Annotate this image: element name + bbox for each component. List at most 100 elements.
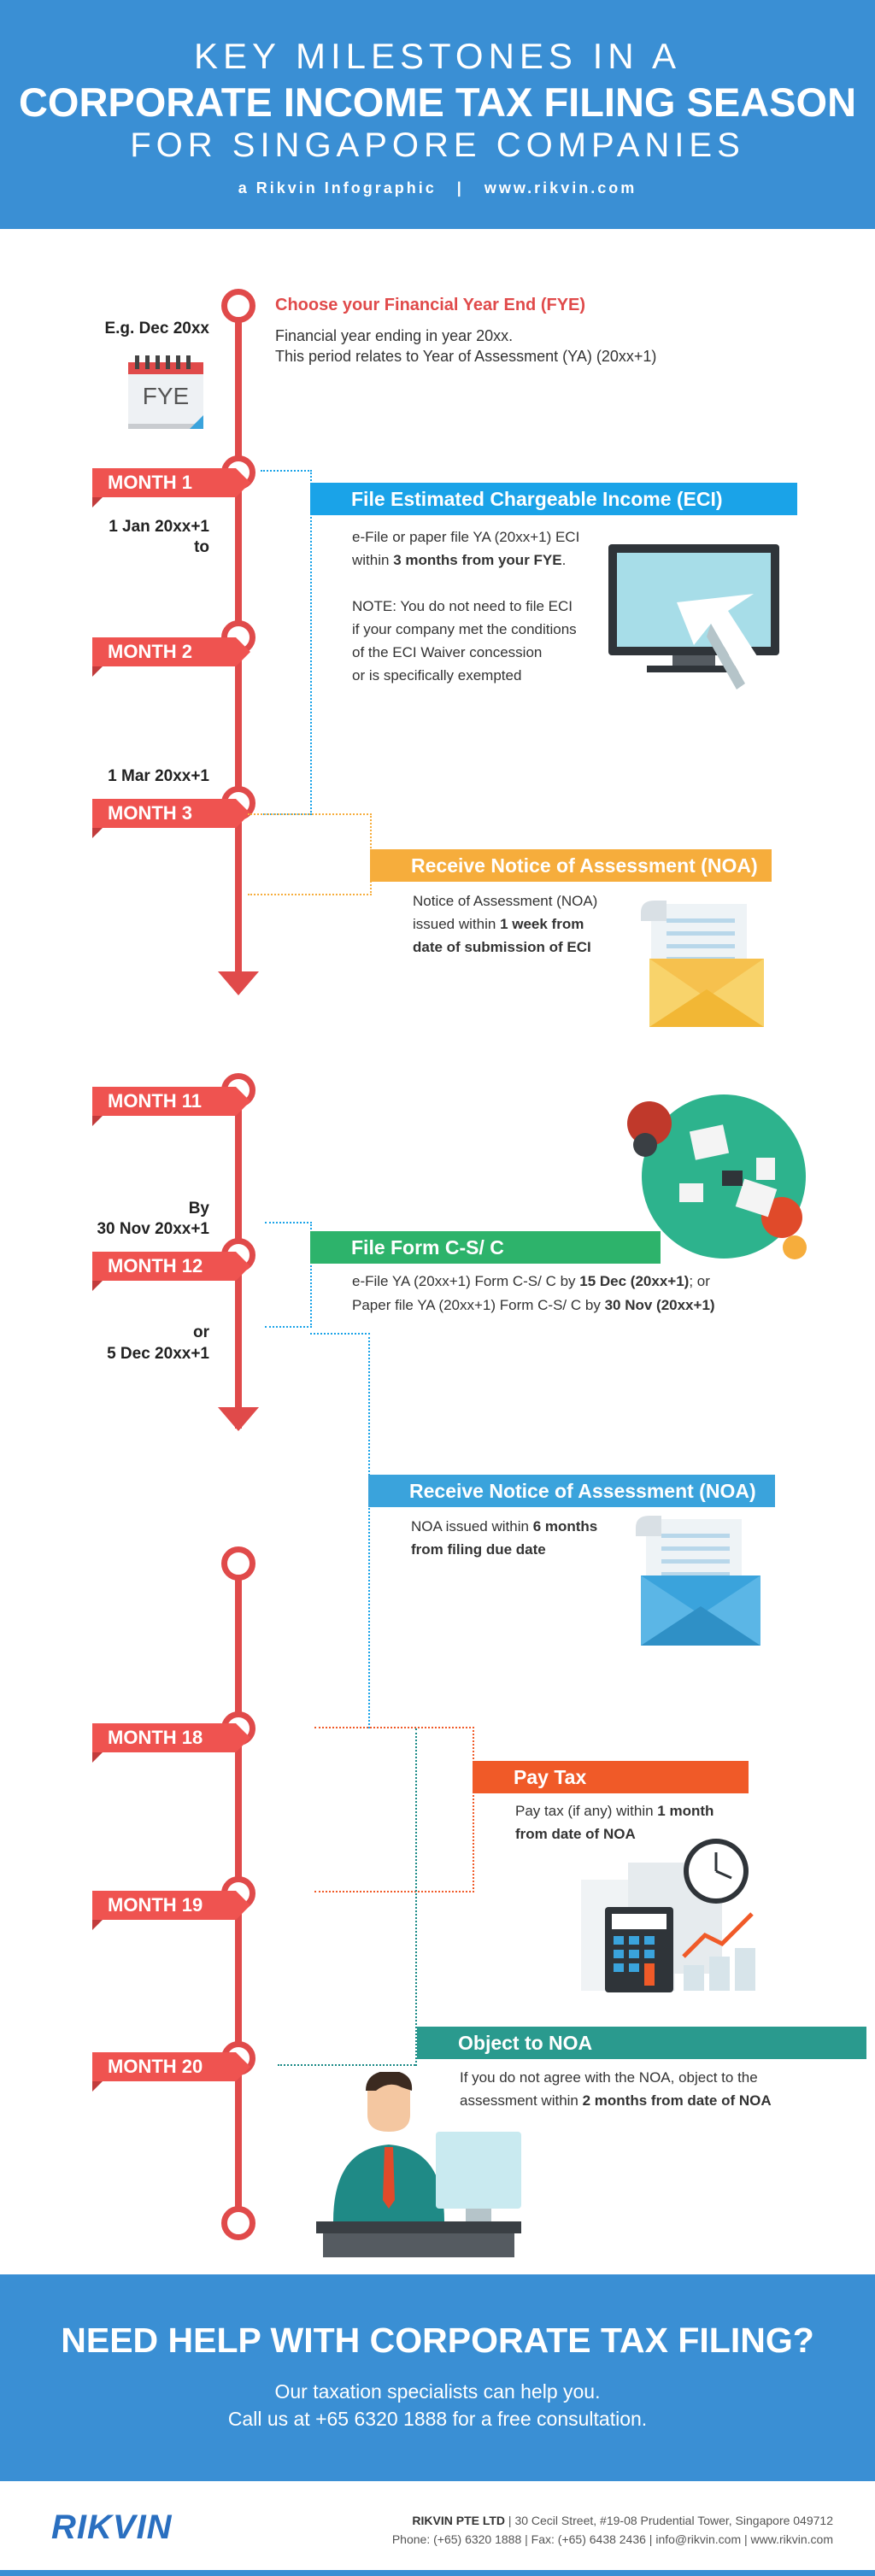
eci-line-2: within 3 months from your FYE.: [352, 549, 566, 572]
footer-address-text: | 30 Cecil Street, #19-08 Prudential Tow…: [505, 2514, 833, 2527]
noa2-line-2: from filing due date: [411, 1541, 546, 1558]
month-11-label: MONTH 11: [108, 1090, 203, 1112]
connector-eci: [261, 470, 312, 815]
fye-line-2: This period relates to Year of Assessmen…: [275, 348, 657, 365]
eci-line-1: e-File or paper file YA (20xx+1) ECI: [352, 529, 580, 545]
noa2-line-1a: NOA issued within: [411, 1518, 533, 1534]
noa1-line-2a: issued within: [413, 916, 501, 932]
noa2-line-1b: 6 months: [532, 1518, 598, 1534]
paytax-line-1: Pay tax (if any) within 1 month: [515, 1799, 714, 1822]
envelope-icon-yellow: [632, 897, 769, 1030]
month-20-tag: MONTH 20: [92, 2052, 250, 2092]
header-banner: KEY MILESTONES IN A CORPORATE INCOME TAX…: [0, 0, 875, 229]
object-title-bar: Object to NOA: [417, 2027, 866, 2059]
object-line-2b: 2 months from date of NOA: [582, 2092, 772, 2109]
date-30-nov: 30 Nov 20xx+1: [97, 1220, 209, 1238]
formcs-line-1a: e-File YA (20xx+1) Form C-S/ C by: [352, 1273, 580, 1289]
title-line-1: KEY MILESTONES IN A: [194, 36, 681, 76]
fye-title: Choose your Financial Year End (FYE): [275, 296, 586, 314]
eci-line-2a: within: [352, 552, 394, 568]
cta-line-2: Call us at +65 6320 1888 for a free cons…: [227, 2408, 648, 2430]
month-1-label: MONTH 1: [108, 472, 192, 493]
month-12-label: MONTH 12: [108, 1255, 203, 1276]
footer-address: RIKVIN PTE LTD | 30 Cecil Street, #19-08…: [342, 2514, 833, 2527]
month-3-label: MONTH 3: [108, 802, 192, 824]
calendar-text: FYE: [142, 383, 190, 409]
paytax-title-bar: Pay Tax: [473, 1761, 749, 1793]
cta-title: NEED HELP WITH CORPORATE TAX FILING?: [61, 2321, 814, 2360]
timeline-node-end: [221, 2206, 255, 2240]
object-line-1: If you do not agree with the NOA, object…: [460, 2069, 758, 2086]
businessman-illustration: [316, 2070, 526, 2260]
title-line-3: FOR SINGAPORE COMPANIES: [130, 126, 745, 164]
cta-line-1: Our taxation specialists can help you.: [274, 2380, 601, 2403]
timeline-arrow-1: [218, 971, 259, 995]
date-1-mar: 1 Mar 20xx+1: [108, 767, 209, 785]
paytax-line-1b: 1 month: [657, 1803, 714, 1819]
formcs-line-2a: Paper file YA (20xx+1) Form C-S/ C by: [352, 1297, 605, 1313]
eci-line-2c: .: [561, 552, 567, 568]
object-line-2: assessment within 2 months from date of …: [460, 2089, 772, 2112]
calendar-icon: FYE: [125, 352, 207, 434]
connector-noa1: [248, 813, 372, 895]
meeting-illustration: [620, 1089, 812, 1273]
month-2-label: MONTH 2: [108, 641, 192, 662]
connector-object-v: [415, 1728, 417, 2066]
timeline-node-start: [221, 1546, 255, 1581]
envelope-icon-blue: [624, 1512, 765, 1649]
month-20-label: MONTH 20: [108, 2056, 203, 2077]
month-19-tag: MONTH 19: [92, 1891, 250, 1930]
eci-title-bar: File Estimated Chargeable Income (ECI): [310, 483, 797, 515]
connector-object-h: [278, 2064, 415, 2066]
month-19-label: MONTH 19: [108, 1894, 203, 1916]
connector-formcs: [265, 1222, 312, 1328]
eci-note-3: of the ECI Waiver concession: [352, 644, 543, 660]
date-or: or: [193, 1323, 209, 1341]
eci-line-2b: 3 months from your FYE: [393, 552, 562, 568]
formcs-line-2b: 30 Nov (20xx+1): [604, 1297, 715, 1313]
title-line-2: CORPORATE INCOME TAX FILING SEASON: [18, 79, 857, 125]
rikvin-logo: RIKVIN: [51, 2509, 173, 2546]
eci-note-1: NOTE: You do not need to file ECI: [352, 598, 573, 614]
paytax-line-1a: Pay tax (if any) within: [515, 1803, 658, 1819]
noa2-title-bar: Receive Notice of Assessment (NOA): [368, 1475, 775, 1507]
footer-contact: Phone: (+65) 6320 1888 | Fax: (+65) 6438…: [391, 2532, 833, 2546]
footer: RIKVIN RIKVIN PTE LTD | 30 Cecil Street,…: [0, 2481, 875, 2576]
paytax-line-2: from date of NOA: [515, 1826, 636, 1842]
date-1-jan: 1 Jan 20xx+1: [109, 518, 209, 536]
fye-example: E.g. Dec 20xx: [104, 320, 209, 337]
footer-bottom-stripe: [0, 2570, 875, 2576]
month-18-label: MONTH 18: [108, 1727, 203, 1748]
date-by: By: [188, 1200, 209, 1218]
noa1-title-bar: Receive Notice of Assessment (NOA): [370, 849, 772, 882]
date-5-dec: 5 Dec 20xx+1: [107, 1345, 209, 1363]
noa1-line-2b: 1 week from: [500, 916, 584, 932]
formcs-line-2: Paper file YA (20xx+1) Form C-S/ C by 30…: [352, 1294, 715, 1317]
calculator-clock-illustration: [581, 1837, 760, 1995]
formcs-title-bar: File Form C-S/ C: [310, 1231, 661, 1264]
byline: a Rikvin Infographic | www.rikvin.com: [238, 179, 637, 197]
formcs-line-1b: 15 Dec (20xx+1): [579, 1273, 690, 1289]
timeline-node-fye: [221, 289, 255, 323]
month-18-tag: MONTH 18: [92, 1723, 250, 1763]
timeline-arrow-2: [218, 1407, 259, 1431]
monitor-icon: [608, 543, 779, 705]
connector-noa2: [310, 1333, 370, 1728]
eci-note-2: if your company met the conditions: [352, 621, 577, 637]
month-2-tag: MONTH 2: [92, 637, 250, 677]
connector-paytax: [314, 1727, 474, 1892]
noa2-line-1: NOA issued within 6 months: [411, 1515, 597, 1538]
object-line-2a: assessment within: [460, 2092, 583, 2109]
month-11-tag: MONTH 11: [92, 1087, 250, 1126]
fye-line-1: Financial year ending in year 20xx.: [275, 327, 514, 344]
cta-banner: NEED HELP WITH CORPORATE TAX FILING? Our…: [0, 2274, 875, 2481]
date-to: to: [194, 538, 209, 556]
noa1-line-3: date of submission of ECI: [413, 939, 591, 955]
month-1-tag: MONTH 1: [92, 468, 250, 508]
month-12-tag: MONTH 12: [92, 1252, 250, 1291]
formcs-line-1: e-File YA (20xx+1) Form C-S/ C by 15 Dec…: [352, 1270, 710, 1293]
noa1-line-1: Notice of Assessment (NOA): [413, 893, 598, 909]
footer-company: RIKVIN PTE LTD: [412, 2514, 506, 2527]
month-3-tag: MONTH 3: [92, 799, 250, 838]
formcs-line-1c: ; or: [689, 1273, 710, 1289]
